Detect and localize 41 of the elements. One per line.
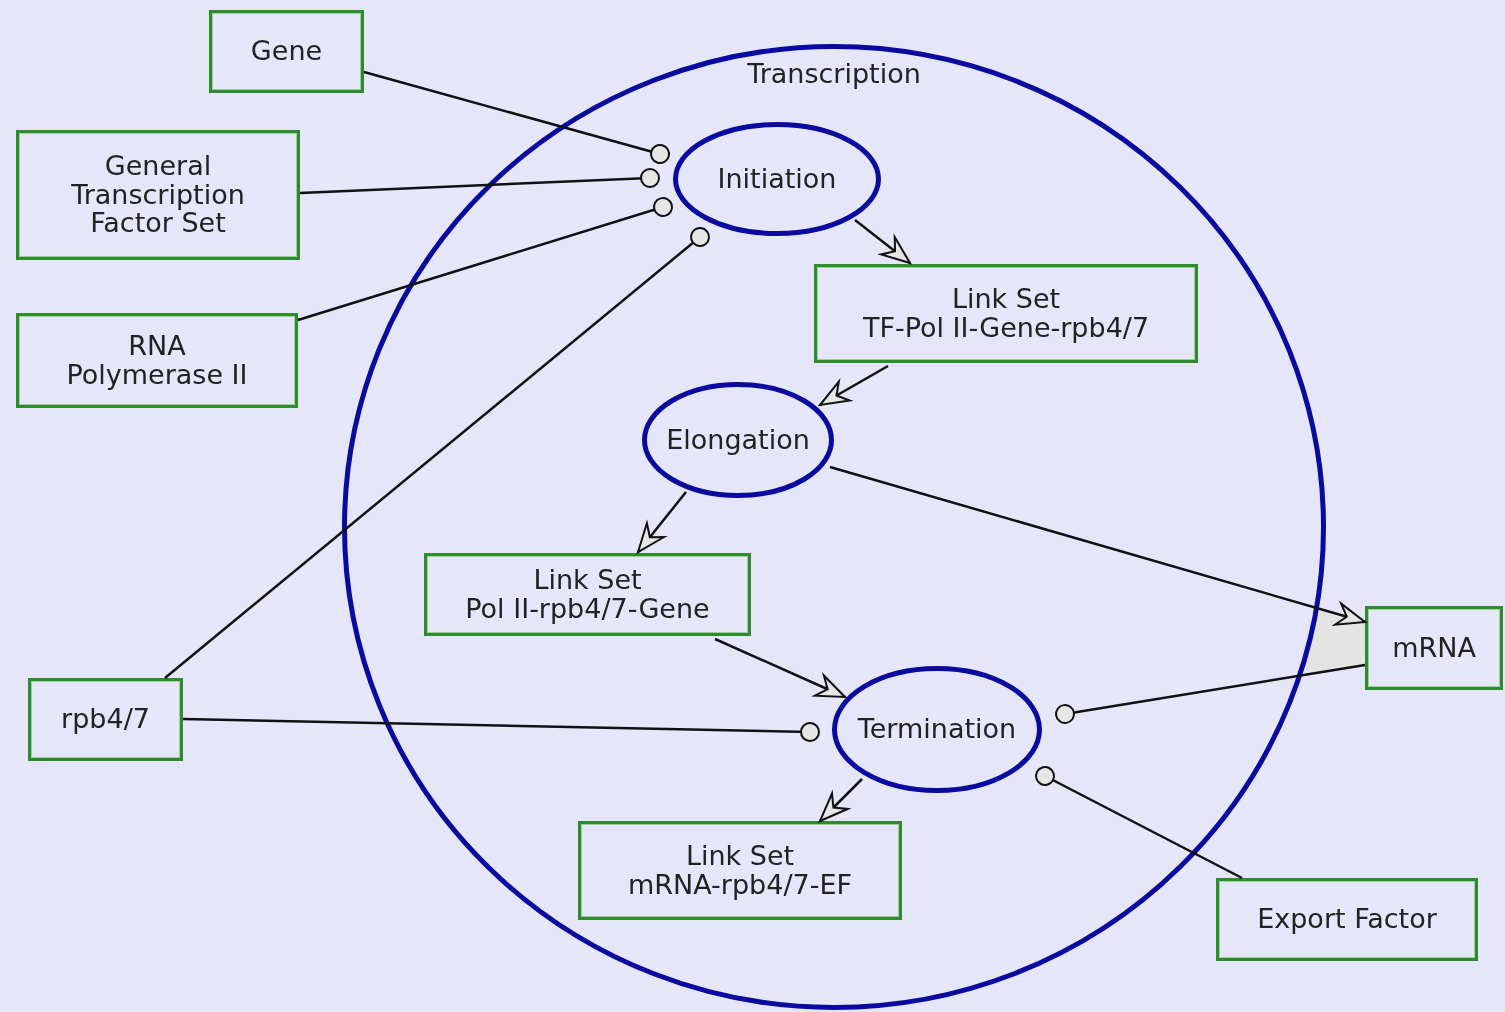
process-ellipse <box>832 666 1042 793</box>
entity-box <box>424 553 751 636</box>
node-label: mRNA <box>1392 633 1476 663</box>
process-ellipse <box>642 382 834 498</box>
connector-line <box>182 717 820 742</box>
entity-box <box>1365 606 1503 690</box>
node-label: Initiation <box>717 164 837 194</box>
arrow <box>829 465 1366 626</box>
arrow <box>819 778 863 822</box>
entity-box <box>209 10 364 93</box>
connector-line <box>297 197 673 322</box>
node-label: RNA Polymerase II <box>65 332 249 389</box>
node-label: Elongation <box>666 425 810 455</box>
entity-box <box>1216 878 1478 961</box>
entity-box <box>578 821 902 920</box>
arrow <box>637 491 687 553</box>
node-label: Termination <box>857 715 1017 744</box>
node-label: rpb4/7 <box>61 705 150 734</box>
arrow <box>714 637 846 699</box>
node-label: Link Set <box>685 842 795 871</box>
compartment-label: Transcription <box>747 60 921 89</box>
entity-box <box>814 264 1198 363</box>
entity-box <box>16 313 298 408</box>
entity-box <box>16 130 300 260</box>
arrow <box>854 219 911 264</box>
node-label: Gene <box>250 37 323 66</box>
node-label: General Transcription Factor Set <box>70 152 246 238</box>
node-label: Link Set <box>951 285 1061 314</box>
connector-line <box>299 168 660 195</box>
connector-line <box>1055 663 1366 724</box>
entity-box <box>28 678 183 761</box>
arrow <box>819 364 889 407</box>
connector-line <box>363 70 670 164</box>
connector-line <box>1035 766 1243 880</box>
node-label: Link Set <box>533 566 642 595</box>
node-label: mRNA-rpb4/7-EF <box>627 870 852 899</box>
process-ellipse <box>673 122 881 236</box>
node-label: Pol II-rpb4/7-Gene <box>465 594 710 623</box>
node-label: Export Factor <box>1257 905 1437 934</box>
node-label: TF-Pol II-Gene-rpb4/7 <box>862 313 1150 342</box>
connector-line <box>164 227 710 679</box>
